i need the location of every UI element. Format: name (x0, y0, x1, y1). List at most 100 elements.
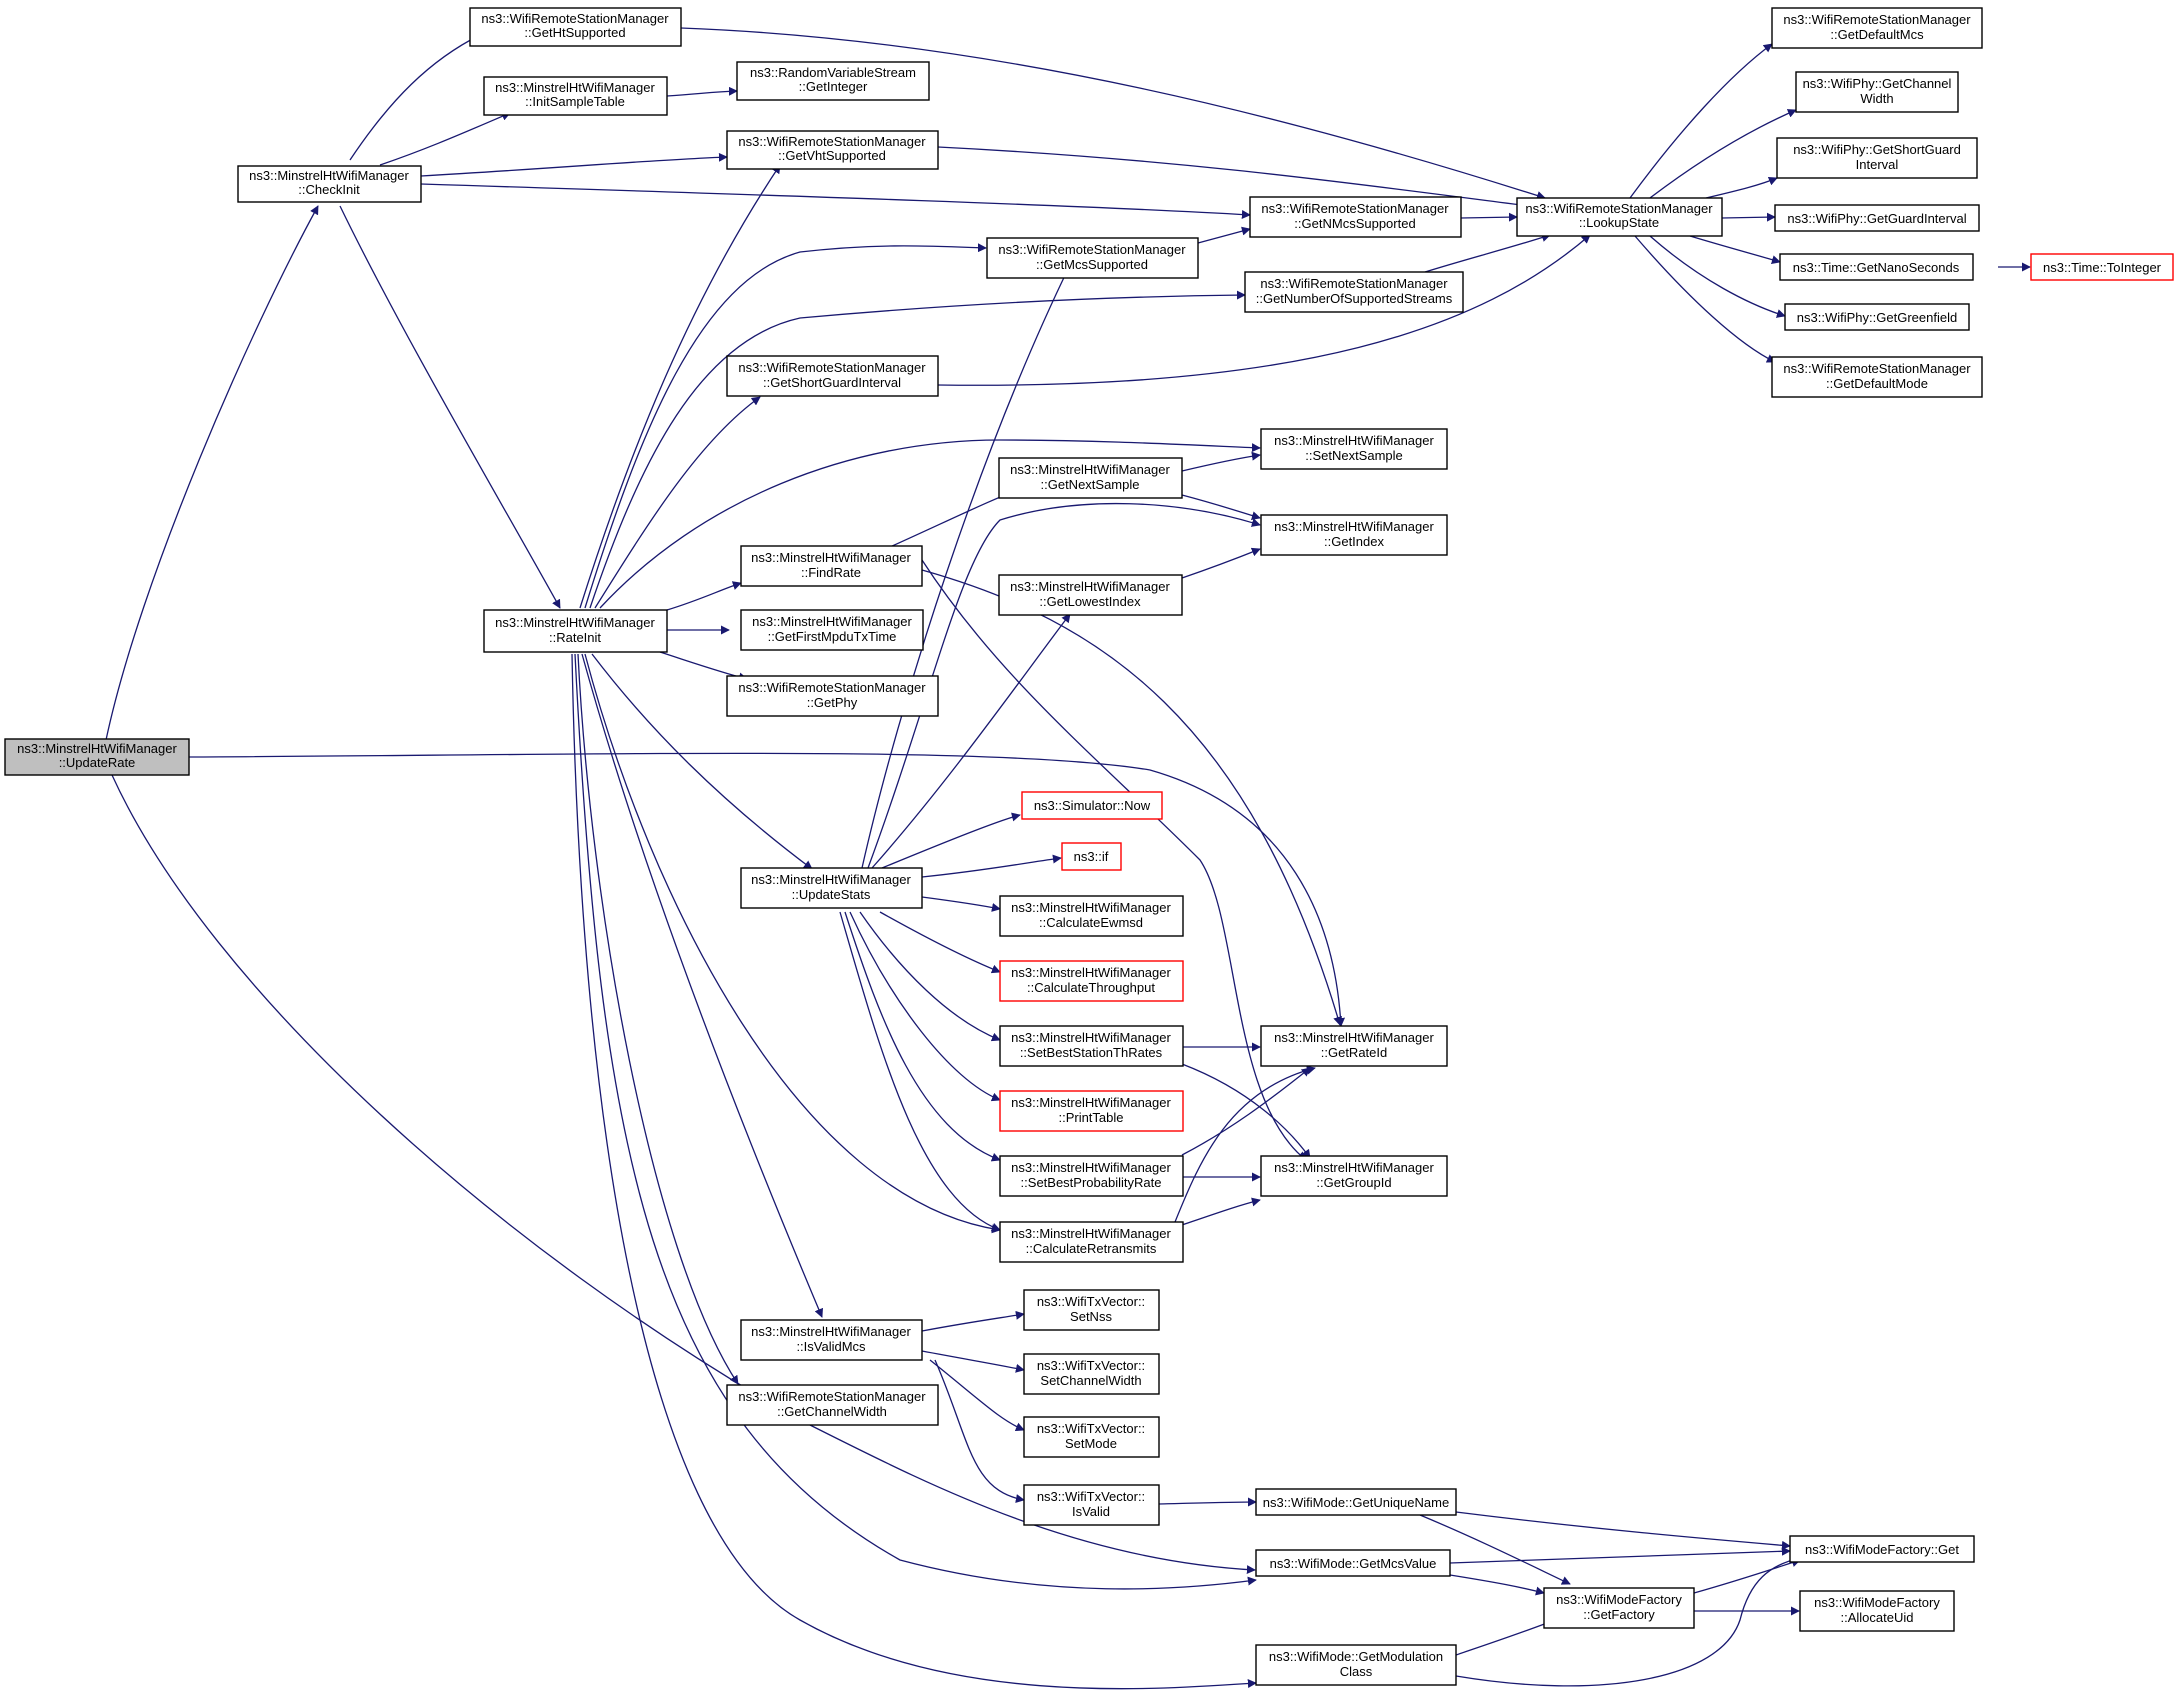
node-label: ns3::WifiModeFactory::Get (1805, 1542, 1959, 1557)
node-wifi-mode-factory-get[interactable]: ns3::WifiModeFactory::Get (1789, 1535, 1975, 1563)
node-label-line-2: ::GetLowestIndex (1039, 594, 1141, 609)
node-label: ns3::WifiMode::GetUniqueName (1263, 1495, 1449, 1510)
edge-checkinit-getnmcssupported (420, 183, 1251, 220)
edge-isvalidmcs-setchannelwidth (921, 1350, 1025, 1373)
node-label-line-2: ::GetFactory (1583, 1607, 1655, 1622)
node-print-table[interactable]: ns3::MinstrelHtWifiManager ::PrintTable (999, 1090, 1184, 1132)
node-get-integer[interactable]: ns3::RandomVariableStream ::GetInteger (736, 61, 930, 101)
node-update-stats[interactable]: ns3::MinstrelHtWifiManager ::UpdateStats (740, 867, 923, 909)
node-label-line-1: ns3::MinstrelHtWifiManager (1274, 519, 1434, 534)
edge-lookupstate-getdefaultmcs (1629, 43, 1773, 199)
node-label-line-2: SetMode (1065, 1436, 1117, 1451)
node-get-group-id[interactable]: ns3::MinstrelHtWifiManager ::GetGroupId (1260, 1155, 1448, 1197)
node-to-integer[interactable]: ns3::Time::ToInteger (2030, 253, 2174, 281)
node-label-line-1: ns3::RandomVariableStream (750, 65, 916, 80)
node-label: ns3::Simulator::Now (1034, 798, 1151, 813)
node-label-line-2: ::GetInteger (799, 79, 868, 94)
node-rate-init[interactable]: ns3::MinstrelHtWifiManager ::RateInit (483, 609, 668, 653)
edge-updaterate-getrateid (188, 752, 1346, 1027)
node-label-line-2: ::GetNextSample (1041, 477, 1140, 492)
edge-getnumstreams-lookupstate (1424, 233, 1551, 273)
node-get-greenfield[interactable]: ns3::WifiPhy::GetGreenfield (1784, 303, 1970, 331)
node-get-channel-width-phy[interactable]: ns3::WifiPhy::GetChannel Width (1795, 71, 1959, 113)
node-label-line-2: Width (1860, 91, 1893, 106)
node-get-ht-supported[interactable]: ns3::WifiRemoteStationManager ::GetHtSup… (469, 7, 682, 47)
edge-updatestats-printtable (849, 911, 1001, 1102)
node-label-line-1: ns3::WifiModeFactory (1556, 1592, 1682, 1607)
node-get-mcs-supported[interactable]: ns3::WifiRemoteStationManager ::GetMcsSu… (986, 237, 1199, 279)
node-get-lowest-index[interactable]: ns3::MinstrelHtWifiManager ::GetLowestIn… (998, 574, 1183, 616)
edge-initsampletable-getinteger (666, 86, 738, 97)
edge-updatestats-getmcssupported (861, 264, 1071, 869)
node-get-number-of-supported-streams[interactable]: ns3::WifiRemoteStationManager ::GetNumbe… (1244, 271, 1464, 313)
node-label-line-1: ns3::WifiRemoteStationManager (1783, 12, 1971, 27)
edge-checkinit-initsampletable (379, 112, 511, 166)
node-check-init[interactable]: ns3::MinstrelHtWifiManager ::CheckInit (237, 165, 422, 203)
node-is-valid-mcs[interactable]: ns3::MinstrelHtWifiManager ::IsValidMcs (740, 1319, 923, 1361)
node-label-line-2: ::UpdateRate (59, 755, 136, 770)
node-label-line-2: ::GetGroupId (1316, 1175, 1391, 1190)
node-label-line-1: ns3::WifiRemoteStationManager (738, 360, 926, 375)
node-set-mode[interactable]: ns3::WifiTxVector:: SetMode (1023, 1416, 1160, 1458)
node-allocate-uid[interactable]: ns3::WifiModeFactory ::AllocateUid (1799, 1590, 1955, 1632)
edge-getmcssupported-getnmcssupported (1197, 226, 1251, 244)
node-calculate-ewmsd[interactable]: ns3::MinstrelHtWifiManager ::CalculateEw… (999, 895, 1184, 937)
node-get-default-mcs[interactable]: ns3::WifiRemoteStationManager ::GetDefau… (1771, 7, 1983, 49)
node-set-next-sample[interactable]: ns3::MinstrelHtWifiManager ::SetNextSamp… (1260, 428, 1448, 470)
node-label-line-2: ::GetChannelWidth (777, 1404, 887, 1419)
edge-getnmcssupported-lookupstate (1460, 212, 1518, 222)
node-set-channel-width[interactable]: ns3::WifiTxVector:: SetChannelWidth (1023, 1353, 1160, 1395)
edge-rateinit-getsgirsm (594, 396, 761, 609)
node-find-rate[interactable]: ns3::MinstrelHtWifiManager ::FindRate (740, 545, 923, 587)
node-set-nss[interactable]: ns3::WifiTxVector:: SetNss (1023, 1289, 1160, 1331)
edge-rateinit-getphy (659, 651, 748, 682)
node-label: ns3::if (1074, 849, 1109, 864)
node-get-unique-name[interactable]: ns3::WifiMode::GetUniqueName (1255, 1488, 1457, 1516)
node-label-line-1: ns3::MinstrelHtWifiManager (751, 550, 911, 565)
node-get-short-guard-interval-rsm[interactable]: ns3::WifiRemoteStationManager ::GetShort… (726, 355, 939, 397)
node-get-vht-supported[interactable]: ns3::WifiRemoteStationManager ::GetVhtSu… (726, 130, 939, 170)
node-get-guard-interval[interactable]: ns3::WifiPhy::GetGuardInterval (1774, 204, 1980, 232)
edge-updaterate-checkinit (105, 205, 319, 741)
node-is-valid[interactable]: ns3::WifiTxVector:: IsValid (1023, 1484, 1160, 1526)
node-init-sample-table[interactable]: ns3::MinstrelHtWifiManager ::InitSampleT… (483, 76, 668, 116)
node-label-line-2: ::RateInit (549, 630, 601, 645)
node-get-modulation-class[interactable]: ns3::WifiMode::GetModulation Class (1255, 1644, 1457, 1686)
edge-isvalid-getuniquename (1158, 1497, 1257, 1507)
node-get-nano-seconds[interactable]: ns3::Time::GetNanoSeconds (1779, 253, 1974, 281)
node-update-rate[interactable]: ns3::MinstrelHtWifiManager ::UpdateRate (4, 738, 190, 776)
node-get-rate-id[interactable]: ns3::MinstrelHtWifiManager ::GetRateId (1260, 1025, 1448, 1067)
node-get-channel-width-rsm[interactable]: ns3::WifiRemoteStationManager ::GetChann… (726, 1384, 939, 1426)
edge-calcretransmits-getgroupid (1181, 1197, 1261, 1226)
node-ns3-if[interactable]: ns3::if (1061, 842, 1122, 871)
node-get-phy[interactable]: ns3::WifiRemoteStationManager ::GetPhy (726, 675, 939, 717)
edge-lookupstate-getgreenfield (1649, 235, 1786, 318)
node-label-line-1: ns3::WifiTxVector:: (1037, 1358, 1145, 1373)
node-get-short-guard-interval-phy[interactable]: ns3::WifiPhy::GetShortGuard Interval (1776, 137, 1978, 179)
node-calculate-throughput[interactable]: ns3::MinstrelHtWifiManager ::CalculateTh… (999, 960, 1184, 1002)
edge-getmodclass-modefactoryget (1455, 1555, 1801, 1687)
node-get-n-mcs-supported[interactable]: ns3::WifiRemoteStationManager ::GetNMcsS… (1249, 196, 1462, 238)
node-simulator-now[interactable]: ns3::Simulator::Now (1021, 791, 1163, 820)
node-label-line-1: ns3::MinstrelHtWifiManager (249, 168, 409, 183)
edge-getvhtsupported-lookupstate (937, 146, 1546, 212)
node-get-index[interactable]: ns3::MinstrelHtWifiManager ::GetIndex (1260, 514, 1448, 556)
node-label: ns3::WifiPhy::GetGuardInterval (1787, 211, 1966, 226)
node-get-factory[interactable]: ns3::WifiModeFactory ::GetFactory (1543, 1587, 1695, 1629)
node-set-best-station-th-rates[interactable]: ns3::MinstrelHtWifiManager ::SetBestStat… (999, 1025, 1184, 1067)
node-lookup-state[interactable]: ns3::WifiRemoteStationManager ::LookupSt… (1516, 197, 1723, 237)
node-label-line-2: ::PrintTable (1058, 1110, 1123, 1125)
node-label-line-2: ::AllocateUid (1841, 1610, 1914, 1625)
node-label-line-2: Interval (1856, 157, 1899, 172)
node-label: ns3::Time::GetNanoSeconds (1793, 260, 1960, 275)
node-label-line-1: ns3::WifiRemoteStationManager (1261, 201, 1449, 216)
node-label-line-2: ::GetShortGuardInterval (763, 375, 901, 390)
node-get-next-sample[interactable]: ns3::MinstrelHtWifiManager ::GetNextSamp… (998, 457, 1183, 499)
node-get-default-mode[interactable]: ns3::WifiRemoteStationManager ::GetDefau… (1771, 356, 1983, 398)
node-label-line-1: ns3::MinstrelHtWifiManager (1011, 1226, 1171, 1241)
node-get-first-mpdu-tx-time[interactable]: ns3::MinstrelHtWifiManager ::GetFirstMpd… (740, 609, 924, 651)
node-set-best-probability-rate[interactable]: ns3::MinstrelHtWifiManager ::SetBestProb… (999, 1155, 1184, 1197)
node-get-mcs-value[interactable]: ns3::WifiMode::GetMcsValue (1255, 1549, 1451, 1577)
node-label-line-2: ::GetDefaultMcs (1830, 27, 1924, 42)
node-calculate-retransmits[interactable]: ns3::MinstrelHtWifiManager ::CalculateRe… (999, 1221, 1184, 1263)
